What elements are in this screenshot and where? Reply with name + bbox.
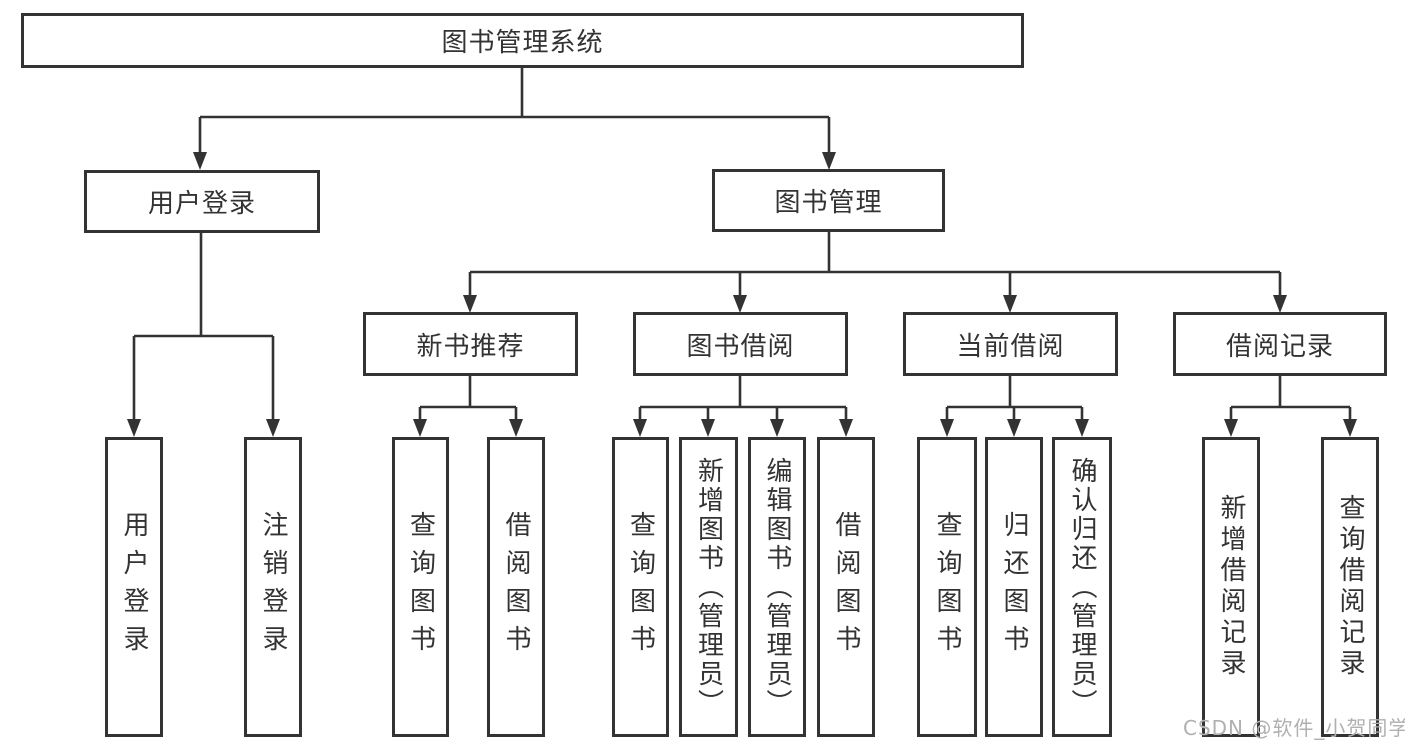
- leaf-borrowing-edit-books-admin-label: 编辑图书（管理员）: [762, 456, 792, 718]
- leaf-records-query-record-label: 查询借阅记录: [1335, 494, 1365, 680]
- leaf-borrowing-query-books: 查询图书: [612, 437, 669, 737]
- connector-borrow-records-children: [1224, 376, 1357, 437]
- node-book-management-label: 图书管理: [774, 188, 883, 218]
- connector-new-books-children: [413, 376, 523, 437]
- leaf-borrowing-add-books-admin-label: 新增图书（管理员）: [693, 456, 724, 718]
- leaf-current-query-books-label: 查询图书: [932, 511, 962, 663]
- node-book-management: 图书管理: [712, 169, 945, 232]
- leaf-records-query-record: 查询借阅记录: [1321, 437, 1379, 737]
- node-book-borrowing-label: 图书借阅: [686, 331, 795, 362]
- leaf-current-query-books: 查询图书: [917, 437, 977, 737]
- connector-book-mgmt-children: [463, 232, 1287, 313]
- connector-root-to-level2: [193, 68, 836, 170]
- leaf-newbooks-borrow-books: 借阅图书: [487, 437, 545, 737]
- node-user-login: 用户登录: [84, 170, 320, 233]
- leaf-newbooks-query-books-label: 查询图书: [405, 511, 436, 663]
- node-root-label: 图书管理系统: [441, 28, 604, 58]
- leaf-logout-label: 注销登录: [258, 511, 288, 663]
- connector-current-borrowing-children: [940, 376, 1089, 437]
- watermark-text: CSDN @软件_小贺同学: [1183, 716, 1405, 740]
- leaf-records-add-record: 新增借阅记录: [1202, 437, 1260, 737]
- connector-book-borrowing-children: [633, 376, 853, 437]
- node-root: 图书管理系统: [21, 13, 1024, 68]
- leaf-borrowing-query-books-label: 查询图书: [625, 511, 656, 663]
- leaf-current-return-books-label: 归还图书: [999, 511, 1029, 663]
- node-borrow-records: 借阅记录: [1173, 312, 1387, 376]
- leaf-records-add-record-label: 新增借阅记录: [1216, 494, 1246, 680]
- node-new-book-recommend: 新书推荐: [363, 312, 578, 376]
- leaf-current-confirm-return-admin-label: 确认归还（管理员）: [1067, 456, 1097, 718]
- node-borrow-records-label: 借阅记录: [1225, 331, 1334, 362]
- node-user-login-label: 用户登录: [147, 189, 256, 219]
- leaf-borrowing-add-books-admin: 新增图书（管理员）: [679, 437, 738, 737]
- node-book-borrowing: 图书借阅: [633, 312, 848, 376]
- leaf-current-confirm-return-admin: 确认归还（管理员）: [1052, 437, 1112, 737]
- leaf-logout: 注销登录: [244, 437, 302, 737]
- leaf-borrowing-borrow-books: 借阅图书: [817, 437, 875, 737]
- node-current-borrowing: 当前借阅: [903, 312, 1118, 376]
- leaf-user-login-label: 用户登录: [119, 511, 149, 663]
- leaf-newbooks-borrow-books-label: 借阅图书: [501, 511, 531, 663]
- node-current-borrowing-label: 当前借阅: [956, 331, 1065, 362]
- node-new-book-recommend-label: 新书推荐: [416, 331, 525, 362]
- leaf-user-login: 用户登录: [105, 437, 163, 737]
- leaf-borrowing-borrow-books-label: 借阅图书: [831, 511, 861, 663]
- leaf-borrowing-edit-books-admin: 编辑图书（管理员）: [748, 437, 806, 737]
- leaf-current-return-books: 归还图书: [985, 437, 1043, 737]
- connector-user-login-children: [127, 233, 280, 437]
- leaf-newbooks-query-books: 查询图书: [392, 437, 449, 737]
